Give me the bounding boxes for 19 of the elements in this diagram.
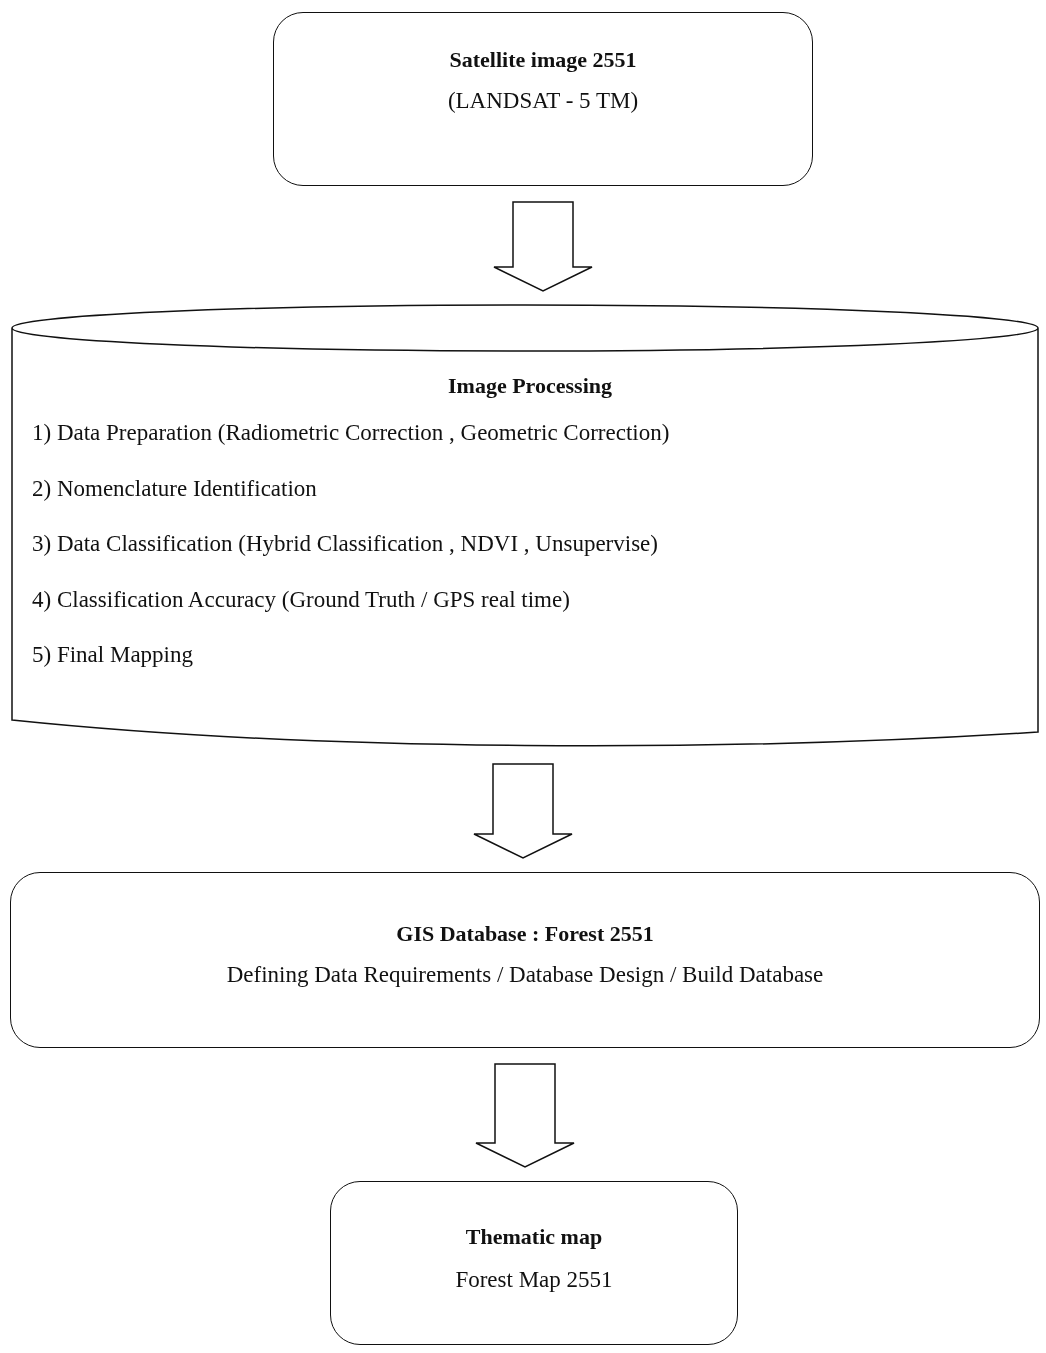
heading: Thematic map [465,1224,603,1250]
body-text: Defining Data Requirements / Database Design / Build Database [226,961,824,989]
scroll-shape [12,305,1038,748]
rounded-box [10,872,1040,1048]
rounded-box [273,12,813,186]
step-text: 2) Nomenclature Identification [32,474,317,503]
step-text: 3) Data Classification (Hybrid Classification , NDVI , Unsupervise) [32,530,658,558]
body-text: Forest Map 2551 [455,1266,613,1294]
step-text: 5) Final Mapping [32,641,193,669]
rounded-box [330,1181,738,1345]
block-arrow [473,763,573,859]
step-text: 1) Data Preparation (Radiometric Correction , Geometric Correction) [32,419,670,447]
block-arrow [493,201,593,292]
heading: Satellite image 2551 [449,47,637,73]
heading: Image Processing [448,373,612,399]
step-text: 4) Classification Accuracy (Ground Truth / GPS real time) [32,585,570,614]
heading: GIS Database : Forest 2551 [396,921,654,947]
block-arrow [475,1063,575,1168]
body-text: (LANDSAT - 5 TM) [447,87,639,115]
